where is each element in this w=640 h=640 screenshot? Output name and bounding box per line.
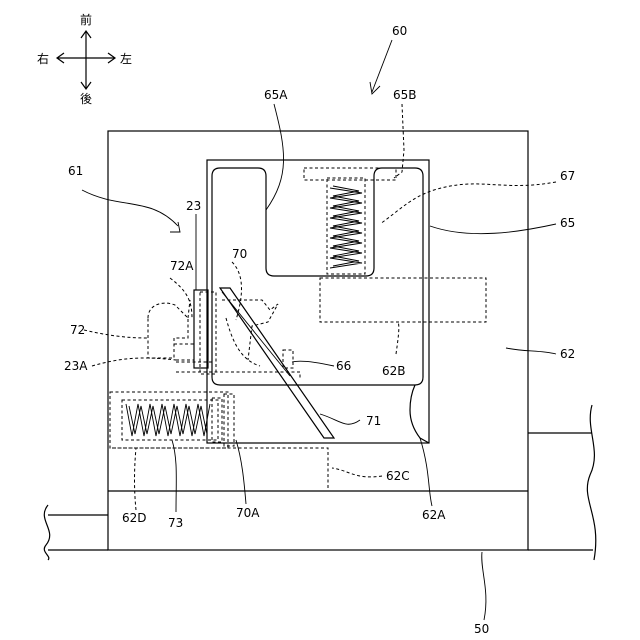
- label-65B: 65B: [393, 88, 417, 102]
- label-70: 70: [232, 247, 247, 261]
- label-23: 23: [186, 199, 201, 213]
- label-50: 50: [474, 622, 489, 636]
- cutout-62A: [410, 385, 429, 443]
- block-62C: [112, 448, 328, 491]
- inner-frame: [207, 160, 429, 443]
- label-60: 60: [392, 24, 407, 38]
- base-50: [44, 405, 596, 560]
- label-62A: 62A: [422, 508, 446, 522]
- label-73: 73: [168, 516, 183, 530]
- housing-62: [108, 131, 528, 550]
- direction-front: 前: [80, 12, 92, 27]
- label-72A: 72A: [170, 259, 194, 273]
- direction-back: 後: [80, 92, 92, 106]
- label-67: 67: [560, 169, 575, 183]
- direction-right: 右: [37, 51, 49, 66]
- block-62B: [320, 278, 486, 322]
- spring-73: [110, 392, 234, 448]
- label-70A: 70A: [236, 506, 260, 520]
- spring-67: [304, 168, 396, 274]
- label-62D: 62D: [122, 511, 147, 525]
- label-72: 72: [70, 323, 85, 337]
- label-65: 65: [560, 216, 575, 230]
- stop-66: [283, 350, 293, 368]
- leader-lines: [82, 40, 556, 620]
- label-66: 66: [336, 359, 351, 373]
- label-62B: 62B: [382, 364, 406, 378]
- label-62C: 62C: [386, 469, 410, 483]
- direction-indicator: 前 後 右 左: [37, 12, 132, 106]
- component-65: [212, 168, 423, 385]
- label-23A: 23A: [64, 359, 88, 373]
- part-23: [194, 290, 208, 368]
- label-71: 71: [366, 414, 381, 428]
- label-65A: 65A: [264, 88, 288, 102]
- label-62: 62: [560, 347, 575, 361]
- direction-left: 左: [120, 51, 132, 66]
- label-61: 61: [68, 164, 83, 178]
- lever-72: [148, 303, 188, 358]
